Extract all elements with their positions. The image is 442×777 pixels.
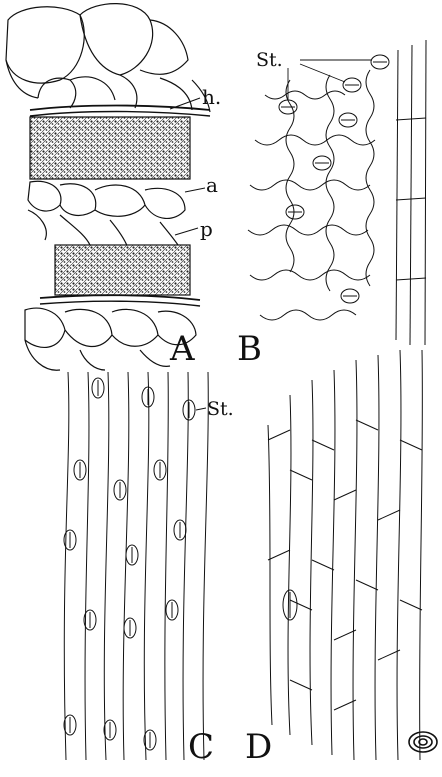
panel-letter-a: A <box>169 329 195 369</box>
label-st-c: St. <box>207 398 234 420</box>
publisher-seal-icon <box>409 732 437 752</box>
panel-letter-b: B <box>237 329 262 369</box>
panel-letter-d: D <box>245 727 272 767</box>
label-h: h. <box>202 85 221 109</box>
panel-d-stomata <box>283 590 297 620</box>
panel-letter-c: C <box>188 727 214 767</box>
panel-b-stomata <box>279 55 389 303</box>
label-p: p <box>200 217 213 241</box>
label-st-b: St. <box>256 49 283 71</box>
panel-b-leaders <box>288 60 372 100</box>
panel-b-epidermis <box>248 40 426 345</box>
panel-c-stomata <box>64 378 195 750</box>
panel-c-leader <box>196 408 206 410</box>
panel-a-cross-section <box>6 4 210 371</box>
panel-c-epidermis <box>64 372 208 760</box>
label-a: a <box>206 173 218 197</box>
panel-d-epidermis <box>268 350 422 760</box>
